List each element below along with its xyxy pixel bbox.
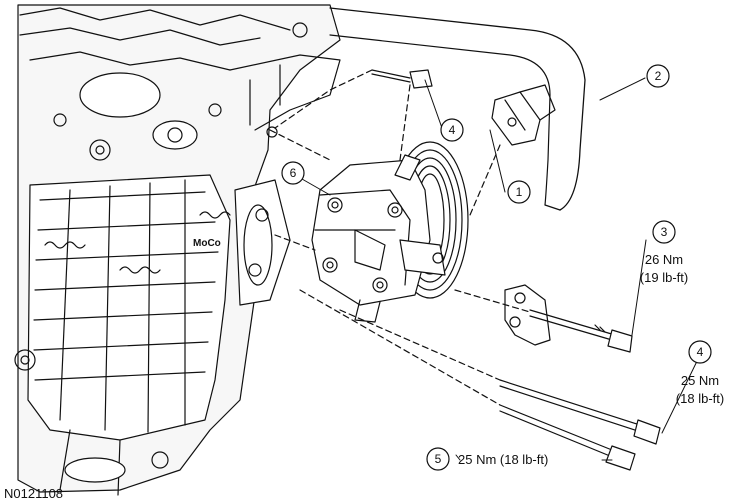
callout-6-number: 6 (290, 166, 297, 180)
engine-block (14, 4, 341, 496)
callout-3-torque-lbft: (19 lb-ft) (640, 270, 688, 285)
callout-6: 6 (281, 161, 305, 185)
leader-lines (294, 77, 701, 461)
callout-3: 3 26 Nm (19 lb-ft) (640, 220, 688, 285)
hose-bracket (504, 284, 551, 346)
callout-5: 5 25 Nm (18 lb-ft) (426, 447, 548, 471)
callout-4-torque-nm: 25 Nm (681, 373, 719, 388)
figure-id: N0121108 (4, 486, 63, 501)
bolt-5 (299, 289, 636, 471)
bolt-3 (454, 289, 633, 353)
callout-4-lower: 4 25 Nm (18 lb-ft) (676, 340, 724, 406)
callout-2-number: 2 (655, 69, 662, 83)
stud-top (274, 69, 433, 161)
pressure-hose (329, 7, 586, 211)
callout-4-torque-lbft: (18 lb-ft) (676, 391, 724, 406)
callout-1-number: 1 (516, 185, 523, 199)
callout-5-torque: 25 Nm (18 lb-ft) (458, 452, 548, 467)
callout-5-number: 5 (435, 452, 442, 466)
bolt-4-lower (339, 309, 661, 445)
callout-2: 2 (646, 64, 670, 88)
engine-badge: MoCo (193, 238, 221, 249)
hose-fitting (469, 84, 556, 216)
callout-4-top: 4 (440, 118, 464, 142)
callout-4-lower-number: 4 (697, 345, 704, 359)
callout-1: 1 (507, 180, 531, 204)
callout-4-top-number: 4 (449, 123, 456, 137)
callout-3-number: 3 (661, 225, 668, 239)
power-steering-pump (311, 154, 446, 323)
callout-3-torque-nm: 26 Nm (645, 252, 683, 267)
